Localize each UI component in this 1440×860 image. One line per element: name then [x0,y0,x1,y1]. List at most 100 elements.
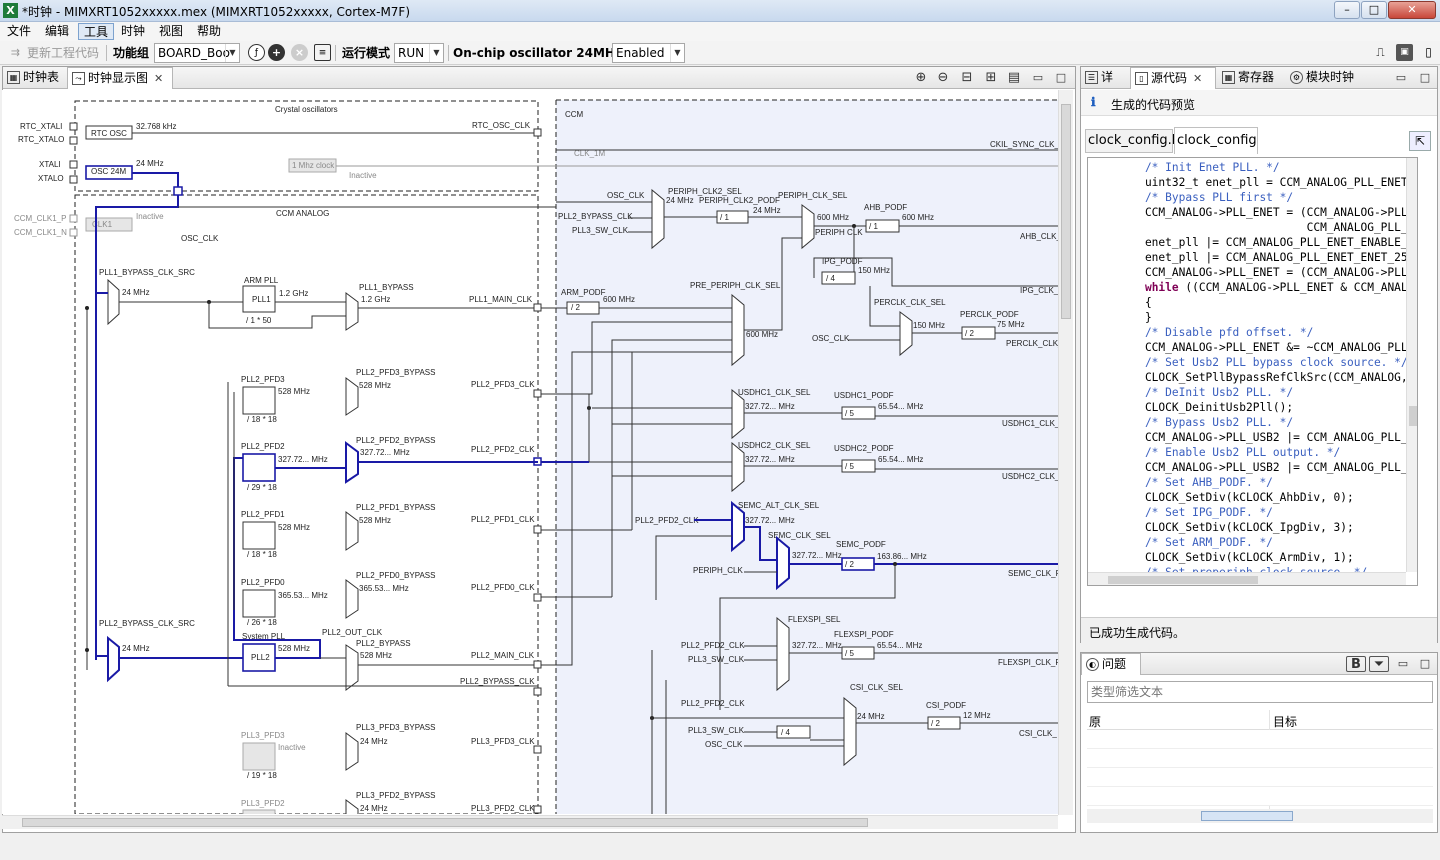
flexspi-mux[interactable] [776,616,790,692]
tab-clock-table[interactable]: ▦时钟表 [3,67,65,89]
clk1-block[interactable] [85,217,133,232]
pll1-src-mux[interactable] [107,278,120,326]
diagram-horizontal-scrollbar[interactable] [2,815,1058,829]
add-icon[interactable]: + [268,44,285,61]
minimize-view-icon[interactable]: ▭ [1397,657,1409,670]
tab-clock-diagram[interactable]: ⤳时钟显示图✕ [67,67,173,89]
pll2-pfd1-block[interactable] [242,521,276,550]
maximize-view-icon[interactable]: □ [1055,71,1067,84]
clock-diagram[interactable]: Crystal oscillators CCM CCM ANALOG RTC_X… [2,90,1058,814]
close-window-button[interactable]: ✕ [1388,1,1436,19]
diagram-vertical-scrollbar[interactable] [1058,90,1073,815]
code-editor[interactable]: /* Init Enet PLL. */ uint32_t enet_pll =… [1087,157,1418,586]
file-tab-clock-config-c[interactable]: clock_config.c [1174,127,1258,154]
pll2-bypass-mux[interactable] [345,644,359,691]
port[interactable] [533,525,542,534]
scroll-thumb[interactable] [1201,811,1293,821]
periph-clk-sel-mux[interactable] [801,204,815,250]
code-horizontal-scrollbar[interactable] [1088,572,1406,585]
scroll-thumb[interactable] [1061,104,1071,319]
maximize-view-icon[interactable]: □ [1419,657,1431,670]
mux[interactable] [345,799,359,814]
mux[interactable] [345,511,359,551]
pll1-block[interactable] [242,285,276,313]
signal-icon[interactable]: ⎍ [1376,45,1385,59]
menu-clocks[interactable]: 时钟 [121,24,146,38]
chip-icon[interactable]: ▣ [1396,44,1413,61]
csi-mux[interactable] [843,696,857,767]
semc-sel-mux[interactable] [776,535,790,591]
problems-horizontal-scrollbar[interactable] [1087,809,1433,823]
menu-file[interactable]: 文件 [7,24,32,38]
port[interactable] [533,660,542,669]
oscillator-select[interactable]: Enabled▼ [612,43,685,63]
minimize-button[interactable]: – [1334,1,1360,19]
port[interactable] [533,593,542,602]
filter-icon[interactable]: ⏷ [1369,656,1389,672]
periph-clk2-sel-mux[interactable] [651,188,665,250]
file-tab-clock-config-h[interactable]: clock_config.h [1085,129,1180,153]
code-vertical-scrollbar[interactable] [1406,158,1417,572]
close-icon[interactable]: ✕ [154,72,164,85]
usdhc1-mux[interactable] [731,388,745,440]
scroll-thumb[interactable] [1409,406,1417,426]
copy-icon[interactable]: ≡ [314,44,331,61]
function-group-properties-icon[interactable]: ƒ [248,44,265,61]
function-group-select[interactable]: BOARD_Boo▼ [154,43,240,63]
minimize-view-icon[interactable]: ▭ [1032,71,1044,84]
menu-edit[interactable]: 编辑 [45,24,70,38]
fit-icon[interactable]: ⊟ [961,70,973,85]
mux[interactable] [345,441,359,484]
port[interactable] [533,389,542,398]
tab-registers[interactable]: ▦寄存器 [1218,67,1284,89]
pll2-src-mux[interactable] [107,635,120,683]
pll3-pfd2-block[interactable] [242,809,276,814]
column-target[interactable]: 目标 [1273,715,1298,729]
export-icon[interactable]: ⊞ [985,70,997,85]
close-icon[interactable]: ✕ [1193,72,1203,85]
rtc-osc-clk-port[interactable] [533,128,542,137]
run-mode-select[interactable]: RUN▼ [394,43,444,63]
minimize-view-icon[interactable]: ▭ [1395,71,1407,84]
menu-help[interactable]: 帮助 [197,24,222,38]
pins-icon[interactable]: ▯ [1425,45,1432,59]
tab-details[interactable]: ☰详情 [1081,67,1128,105]
flexspi-clk-label: FLEXSPI_CLK_R [998,658,1058,667]
pll1-main-port[interactable] [533,303,542,312]
menu-tools[interactable]: 工具 [78,23,115,40]
maximize-button[interactable]: □ [1361,1,1387,19]
pll2-pfd2-block[interactable] [242,453,276,482]
zoom-out-icon[interactable]: ⊖ [937,70,949,85]
mux[interactable] [345,732,359,771]
tab-module-clocks[interactable]: ⚙模块时钟 [1286,67,1376,89]
pll2-pfd0-block[interactable] [242,589,276,618]
remove-icon[interactable]: × [291,44,308,61]
comment-icon[interactable]: ▤ [1007,70,1021,85]
pre-periph-mux[interactable] [731,293,745,367]
pll1-bypass-mux[interactable] [345,292,359,331]
pll3-pfd3-block[interactable] [242,742,276,771]
update-code-button[interactable]: 更新工程代码 [27,46,100,60]
maximize-view-icon[interactable]: □ [1419,71,1431,84]
menu-view[interactable]: 视图 [159,24,184,38]
pll2-pfd3-block[interactable] [242,386,276,415]
zoom-in-icon[interactable]: ⊕ [915,70,927,85]
export-code-icon[interactable]: ⇱ [1409,131,1431,151]
mux[interactable] [345,579,359,619]
bold-toggle-icon[interactable]: B [1346,656,1366,672]
osc-clk-node[interactable] [173,186,183,196]
ipg-podf-block[interactable] [821,271,856,285]
port[interactable] [533,805,542,814]
problems-filter-input[interactable] [1087,681,1433,703]
scroll-thumb[interactable] [22,818,868,827]
usdhc2-mux[interactable] [731,441,745,493]
perclk-mux[interactable] [899,311,913,357]
port[interactable] [533,745,542,754]
port[interactable] [533,687,542,696]
semc-alt-mux[interactable] [731,500,745,553]
tab-problems[interactable]: ◐问题✕ [1081,653,1141,692]
mux[interactable] [345,377,359,416]
scroll-thumb[interactable] [1108,576,1258,584]
column-source[interactable]: 原 [1089,715,1102,729]
tab-source-code[interactable]: ▯源代码✕ [1130,67,1216,89]
